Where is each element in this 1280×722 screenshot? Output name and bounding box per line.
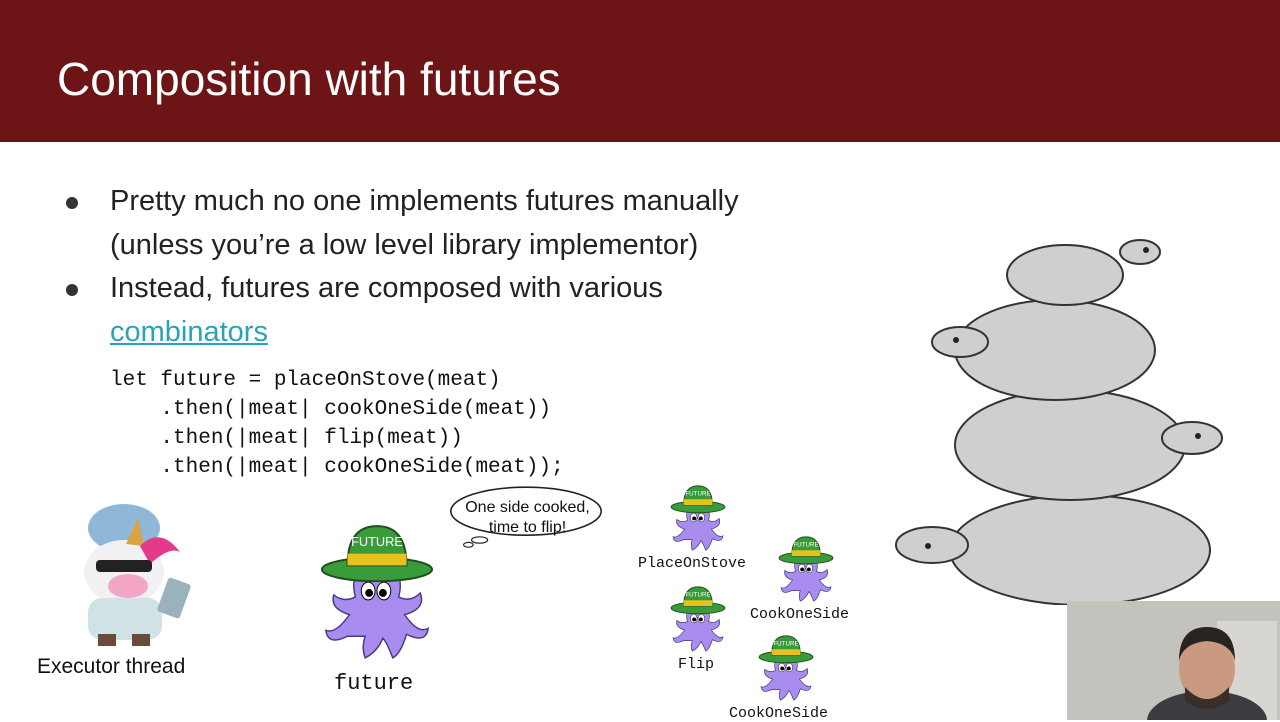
cookoneside-octopus-2: FUTURE [756,632,816,704]
bullet-item: Instead, futures are composed with vario… [62,267,739,354]
title-bar: Composition with futures [0,0,1280,142]
bubble-line: time to flip! [488,519,567,536]
unicorn-chef-illustration [84,504,191,646]
bullet-item: Pretty much no one implements futures ma… [62,180,739,267]
octopus-icon: FUTURE [320,525,434,659]
code-line: let future = placeOnStove(meat) [110,369,501,392]
cookoneside-octopus: FUTURE [776,533,836,605]
octopus-icon: FUTURE [778,536,834,602]
thought-bubble-text: One side cooked, time to flip! [440,498,615,538]
hat-label: FUTURE [793,541,818,548]
combinators-link[interactable]: combinators [110,315,268,348]
webcam-video [1067,601,1280,720]
hat-label: FUTURE [685,490,710,497]
hat-label: FUTURE [685,591,710,598]
flip-octopus: FUTURE [668,583,728,655]
code-block: let future = placeOnStove(meat) .then(|m… [110,366,564,482]
hat-label: FUTURE [773,640,798,647]
placeonstove-label: PlaceOnStove [638,555,747,572]
bubble-line: One side cooked, [465,499,590,516]
bullet-text: Pretty much no one implements futures ma… [110,185,739,217]
future-label: future [334,671,414,696]
code-line: .then(|meat| cookOneSide(meat)); [110,456,564,479]
octopus-icon: FUTURE [758,635,814,701]
turtle-stack-illustration [895,239,1223,605]
thought-bubble [450,486,602,548]
executor-thread-label: Executor thread [37,655,186,678]
code-line: .then(|meat| cookOneSide(meat)) [110,398,552,421]
flip-label: Flip [678,656,715,673]
cookoneside-label: CookOneSide [750,606,850,623]
bullet-list: Pretty much no one implements futures ma… [62,180,739,354]
hat-label: FUTURE [351,534,403,549]
octopus-icon: FUTURE [670,485,726,551]
code-line: .then(|meat| flip(meat)) [110,427,463,450]
bullet-text: Instead, futures are composed with vario… [110,272,663,304]
slide-title: Composition with futures [57,53,561,105]
octopus-icon: FUTURE [670,586,726,652]
future-octopus: FUTURE [318,518,436,666]
cookoneside-label-2: CookOneSide [729,705,829,722]
presenter-silhouette [1067,601,1280,720]
placeonstove-octopus: FUTURE [668,482,728,554]
bullet-text: (unless you’re a low level library imple… [110,228,699,261]
